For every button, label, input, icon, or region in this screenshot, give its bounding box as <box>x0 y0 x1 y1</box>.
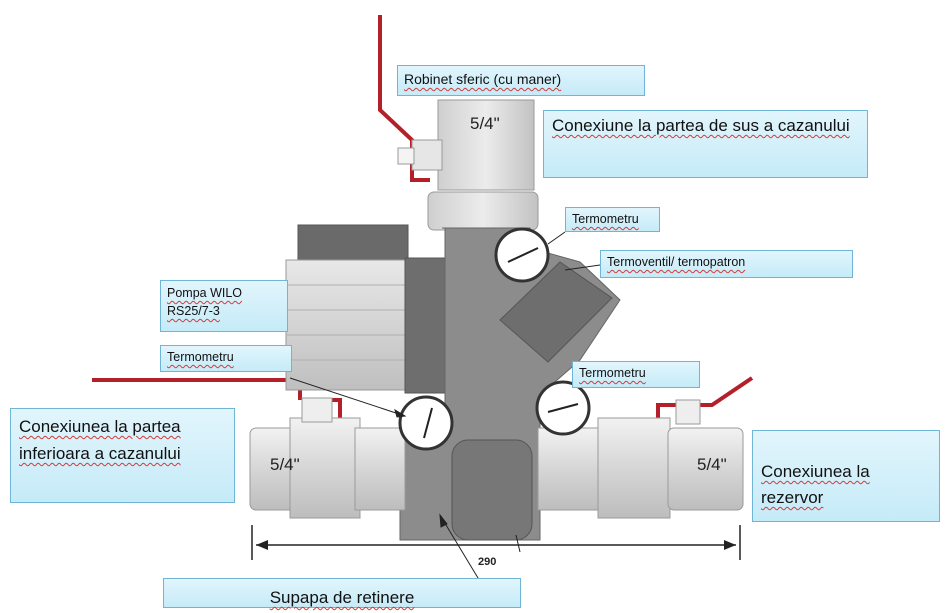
callout-thermovalve: Termoventil/ termopatron <box>600 250 853 278</box>
callout-thermometer-right: Termometru <box>572 361 700 388</box>
callout-thermometer-left-text: Termometru <box>167 350 234 364</box>
callout-pump: Pompa WILO RS25/7-3 <box>160 280 288 332</box>
right-valve-handle-b <box>698 376 754 407</box>
top-fitting: 5/4" <box>397 99 539 231</box>
dimension-value: 290 <box>478 556 496 568</box>
right-fitting-size: 5/4" <box>697 455 727 474</box>
callout-ball-valve-text: Robinet sferic (cu maner) <box>404 71 562 87</box>
callout-top-connection-text: Conexiune la partea de sus a cazanului <box>552 116 850 135</box>
left-fitting: 5/4" <box>249 397 406 519</box>
callout-thermometer-top: Termometru <box>565 207 660 232</box>
check-valve-housing <box>451 439 533 541</box>
left-valve-handle <box>92 378 302 400</box>
right-fitting: 5/4" <box>537 399 744 519</box>
left-fitting-size: 5/4" <box>270 455 300 474</box>
right-valve-handle <box>656 403 676 418</box>
callout-check-valve-text: Supapa de retinere <box>269 588 415 607</box>
callout-thermovalve-text: Termoventil/ termopatron <box>607 255 746 269</box>
callout-pump-text: Pompa WILO RS25/7-3 <box>167 286 243 318</box>
callout-thermometer-top-text: Termometru <box>572 212 639 226</box>
callout-tank-connection: Conexiunea la rezervor <box>752 430 940 522</box>
callout-thermometer-left: Termometru <box>160 345 292 372</box>
leader-lines <box>289 231 601 579</box>
callout-top-connection: Conexiune la partea de sus a cazanului <box>543 110 868 178</box>
top-fitting-size: 5/4" <box>470 114 500 133</box>
callout-bottom-connection: Conexiunea la partea inferioara a cazanu… <box>10 408 235 503</box>
thermometer-top-dial <box>494 227 550 283</box>
callout-bottom-connection-text: Conexiunea la partea inferioara a cazanu… <box>19 417 181 463</box>
callout-ball-valve: Robinet sferic (cu maner) <box>397 65 645 96</box>
thermovalve-housing <box>499 261 613 363</box>
thermometer-left-dial <box>398 395 454 451</box>
callout-check-valve: Supapa de retinere <box>163 578 521 608</box>
callout-thermometer-right-text: Termometru <box>579 366 646 380</box>
dimension-line: 290 <box>251 525 741 568</box>
callout-tank-connection-text: Conexiunea la rezervor <box>761 462 870 507</box>
thermometer-right-dial <box>535 380 591 436</box>
pump-motor <box>285 224 466 394</box>
